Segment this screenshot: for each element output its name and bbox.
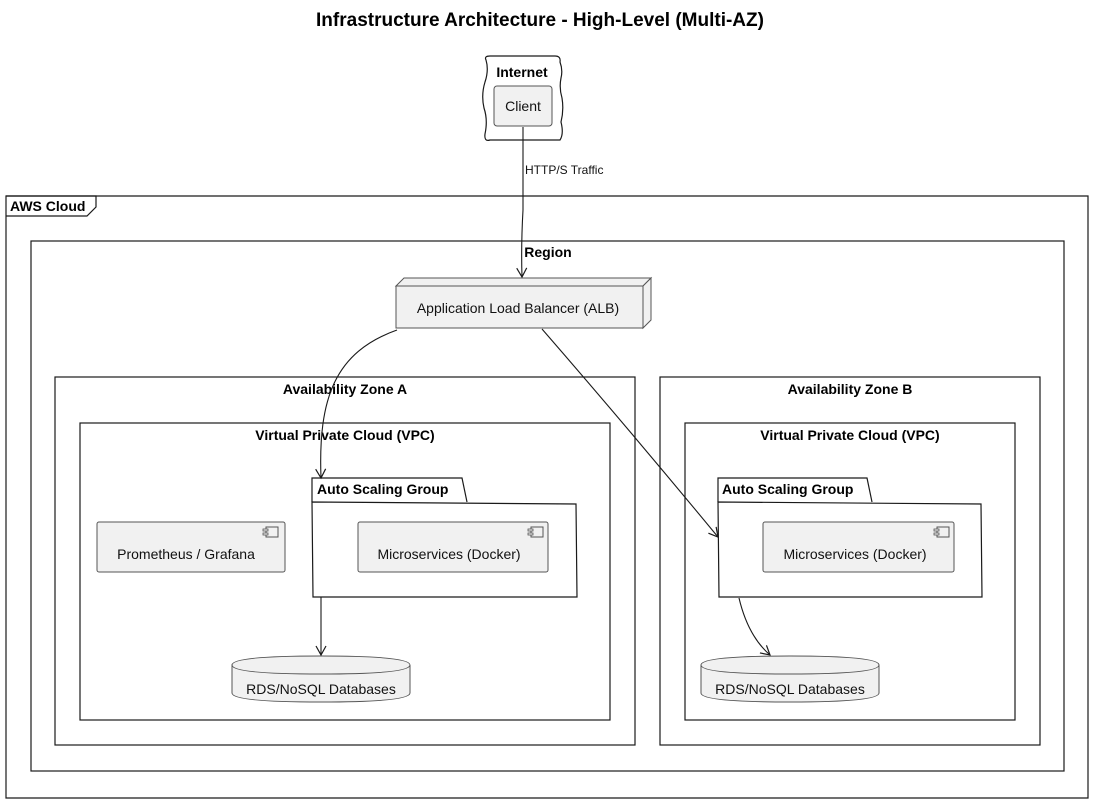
zone-b-border — [659, 376, 1041, 746]
zone-a-asg-label: Auto Scaling Group — [317, 481, 448, 497]
zone-a-asg-body — [311, 501, 578, 598]
region-frame: Region — [30, 240, 1065, 772]
client-box — [493, 85, 553, 127]
zone-a-monitoring-box — [96, 521, 286, 573]
zone-b-vpc-label: Virtual Private Cloud (VPC) — [760, 427, 939, 443]
edge-client-to-alb — [516, 127, 528, 279]
zone-b-database[interactable]: RDS/NoSQL Databases — [700, 655, 880, 703]
diagram-title: Infrastructure Architecture - High-Level… — [316, 10, 764, 31]
zone-a-microservices-label: Microservices (Docker) — [377, 546, 520, 562]
client-node[interactable]: Client — [493, 85, 553, 127]
zone-a-monitoring-label: Prometheus / Grafana — [117, 546, 255, 562]
internet-cloud-shape — [482, 55, 564, 141]
component-icon — [933, 526, 950, 538]
internet-cloud: Internet — [482, 55, 564, 141]
edge-label-http-traffic: HTTP/S Traffic — [525, 163, 603, 177]
edge-alb-to-asg-a — [315, 329, 398, 480]
aws-cloud-frame: AWS Cloud — [5, 195, 1089, 799]
region-label: Region — [524, 244, 571, 260]
zone-a-vpc-frame: Virtual Private Cloud (VPC) — [79, 422, 611, 721]
aws-cloud-border — [5, 195, 1089, 799]
zone-b-asg-body — [717, 501, 983, 598]
zone-b-asg[interactable]: Auto Scaling Group — [717, 477, 983, 598]
region-border — [30, 240, 1065, 772]
internet-label: Internet — [496, 64, 548, 80]
component-icon — [527, 526, 544, 538]
zone-b-microservices-box — [762, 521, 955, 573]
alb-node[interactable]: Application Load Balancer (ALB) — [394, 276, 653, 330]
zone-a-database[interactable]: RDS/NoSQL Databases — [231, 655, 411, 703]
zone-a-monitoring[interactable]: Prometheus / Grafana — [96, 521, 286, 573]
zone-a-vpc-label: Virtual Private Cloud (VPC) — [255, 427, 434, 443]
edge-alb-to-asg-b — [541, 328, 719, 538]
zone-b-database-label: RDS/NoSQL Databases — [715, 681, 865, 697]
zone-b-vpc-frame: Virtual Private Cloud (VPC) — [684, 422, 1016, 721]
zone-b-asg-label: Auto Scaling Group — [722, 481, 853, 497]
zone-a-asg[interactable]: Auto Scaling Group — [311, 477, 578, 598]
zone-b-microservices[interactable]: Microservices (Docker) — [762, 521, 955, 573]
zone-a-microservices[interactable]: Microservices (Docker) — [357, 521, 549, 573]
zone-a-database-rim — [231, 664, 411, 675]
zone-b-asg-tab — [717, 477, 873, 503]
zone-b-frame: Availability Zone B — [659, 376, 1041, 746]
zone-a-asg-tab — [311, 477, 468, 503]
zone-b-database-rim — [700, 664, 880, 675]
aws-cloud-label: AWS Cloud — [10, 198, 85, 214]
client-label: Client — [505, 98, 541, 114]
zone-b-label: Availability Zone B — [788, 381, 913, 397]
zone-b-vpc-border — [684, 422, 1016, 721]
zone-a-database-shape — [231, 655, 411, 703]
zone-a-label: Availability Zone A — [283, 381, 407, 397]
edge-asg-b-to-db-b — [738, 597, 771, 656]
zone-a-border — [54, 376, 636, 746]
alb-box-side — [642, 276, 652, 330]
zone-a-microservices-box — [357, 521, 549, 573]
zone-b-database-shape — [700, 655, 880, 703]
alb-label: Application Load Balancer (ALB) — [417, 300, 619, 316]
zone-b-microservices-label: Microservices (Docker) — [783, 546, 926, 562]
aws-cloud-tab — [6, 195, 97, 217]
zone-a-vpc-border — [79, 422, 611, 721]
zone-a-frame: Availability Zone A — [54, 376, 636, 746]
component-icon — [262, 526, 279, 538]
alb-box-front — [395, 285, 644, 329]
zone-a-database-label: RDS/NoSQL Databases — [246, 681, 396, 697]
alb-box-top — [394, 277, 653, 287]
